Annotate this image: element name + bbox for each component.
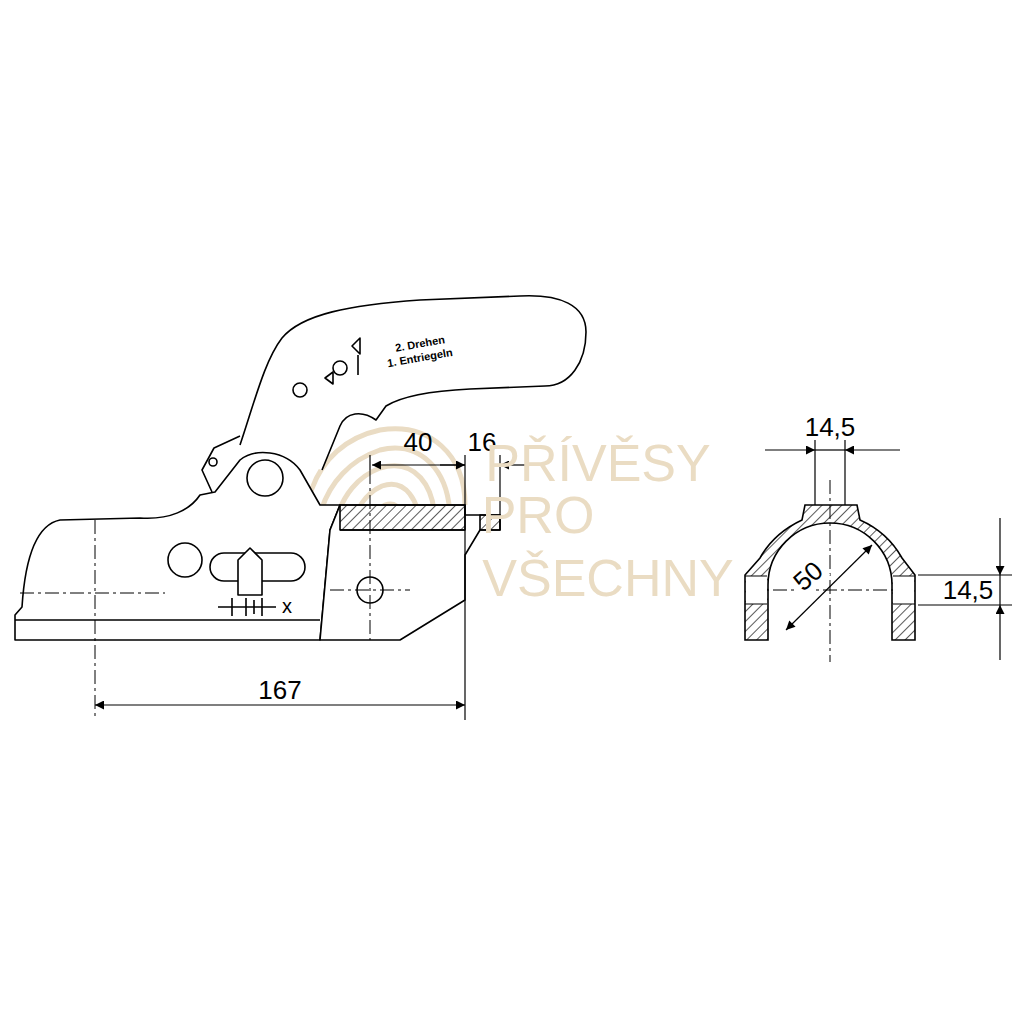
- watermark: PŘÍVĚSY: [485, 437, 710, 489]
- dimension-value: 167: [258, 677, 301, 703]
- dimension-line: [95, 455, 530, 720]
- center-line: [20, 470, 912, 720]
- symbol-label: x: [282, 596, 292, 616]
- dimension-value: 14,5: [805, 414, 856, 440]
- dimension-value: 40: [404, 429, 433, 455]
- watermark: VŠECHNY: [482, 552, 733, 604]
- dimension-value: 14,5: [940, 576, 997, 604]
- section-view: [745, 505, 915, 640]
- dimension-value: 50: [786, 554, 831, 598]
- dimension-line: [765, 440, 1012, 660]
- watermark: PRO: [482, 489, 595, 541]
